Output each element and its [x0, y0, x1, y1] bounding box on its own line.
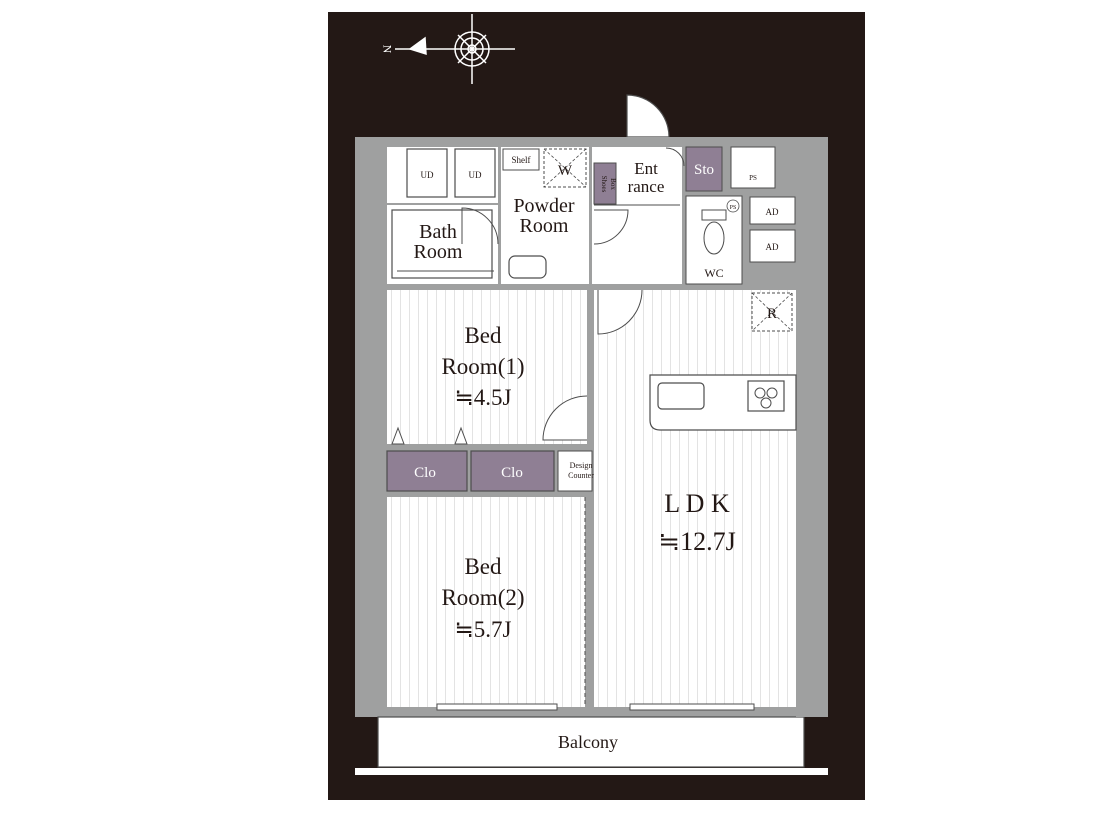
- shoes-box: [593, 162, 617, 205]
- bathtub: [391, 209, 493, 279]
- bath-label-1: Bath: [419, 221, 457, 243]
- closet-1: [386, 450, 468, 492]
- bed2-label-2: Room(2): [441, 585, 524, 610]
- sto-door-swing: [665, 147, 685, 167]
- entrance-label-2: rance: [628, 177, 665, 196]
- ps-circle-icon: [726, 199, 740, 213]
- closet-label-2: Clo: [501, 465, 523, 481]
- ad-box-2: [749, 229, 796, 263]
- ud-box-1: [406, 148, 448, 198]
- balcony-area: [377, 716, 805, 768]
- wc-label: WC: [704, 266, 723, 280]
- refrigerator-label: R: [767, 306, 777, 322]
- design-counter: [557, 450, 593, 492]
- bath-door-swing: [461, 207, 499, 245]
- ldk-size: ≒12.7J: [658, 527, 735, 556]
- bed1-door-swing: [542, 395, 588, 441]
- ud-label-1: UD: [421, 170, 434, 180]
- design-counter-label-2: Counter: [568, 471, 594, 480]
- bed2-label-1: Bed: [464, 554, 502, 579]
- entrance-label-1: Ent: [634, 159, 658, 178]
- storage: [685, 146, 723, 192]
- kitchen-sink: [657, 382, 705, 410]
- ad-label-1: AD: [766, 207, 779, 217]
- balcony-label: Balcony: [558, 732, 618, 752]
- ud-box-2: [454, 148, 496, 198]
- ldk-door-swing: [597, 289, 643, 335]
- toilet-tank: [701, 209, 727, 221]
- ud-label-2: UD: [469, 170, 482, 180]
- ps-label-1: PS: [749, 174, 757, 182]
- compass-north-label: N: [380, 45, 394, 54]
- bed-room-2: [387, 497, 585, 707]
- bed1-size: ≒4.5J: [455, 385, 512, 410]
- ldk-room: [594, 290, 796, 707]
- storage-label: Sto: [694, 162, 714, 178]
- bed2-window: [436, 703, 558, 711]
- powder-label-1: Powder: [513, 195, 574, 217]
- shelf-box: [502, 148, 540, 171]
- pipe-space: [730, 146, 776, 189]
- ldk-label: L D K: [664, 489, 730, 518]
- bath-label-2: Room: [414, 241, 463, 263]
- shelf-label: Shelf: [512, 155, 531, 165]
- ad-label-2: AD: [766, 242, 779, 252]
- ad-box-1: [749, 196, 796, 225]
- stove: [747, 380, 785, 412]
- balcony-rail: [355, 768, 828, 775]
- ldk-window: [629, 703, 755, 711]
- design-counter-label-1: Design: [570, 461, 593, 470]
- balcony-wall-left: [355, 665, 387, 717]
- closet-label-1: Clo: [414, 465, 436, 481]
- compass-rose-icon: [395, 14, 515, 84]
- toilet-bowl: [703, 221, 725, 255]
- entrance-door-swing: [593, 209, 629, 245]
- ldk-right-wall-lower: [796, 665, 828, 717]
- bed2-size: ≒5.7J: [455, 617, 512, 642]
- wash-basin: [508, 255, 547, 279]
- powder-label-2: Room: [520, 215, 569, 237]
- closet-2: [470, 450, 555, 492]
- bed1-label-1: Bed: [464, 323, 502, 348]
- shoes-box-label-2: Box: [609, 178, 617, 190]
- bed1-label-2: Room(1): [441, 354, 524, 379]
- ps-label-2: PS: [730, 205, 737, 211]
- front-door-swing: [626, 94, 670, 138]
- shoes-box-label-1: Shoes: [600, 176, 608, 193]
- washer-label: W: [558, 163, 573, 179]
